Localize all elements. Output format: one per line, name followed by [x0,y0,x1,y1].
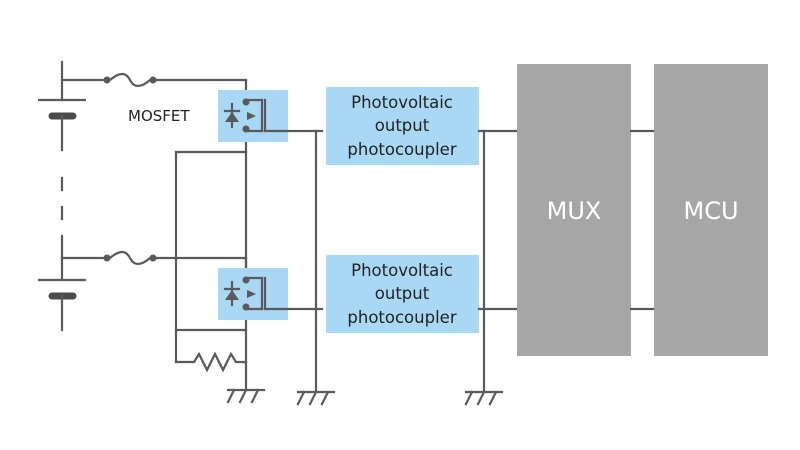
photocoupler-bottom-line1: Photovoltaic [351,261,453,280]
photocoupler-ground-wire [296,129,336,406]
photocoupler-top-line2: output [375,116,430,135]
mosfet-label: MOSFET [128,107,190,125]
photocoupler-bottom-line2: output [375,284,430,303]
mosfet-top [218,90,324,142]
mux-label: MUX [547,197,602,225]
fuse-top [60,72,248,102]
sense-network [174,126,248,378]
ground-symbol-1 [226,388,266,404]
mux-block: MUX [517,64,631,356]
photocoupler-top: Photovoltaic output photocoupler [326,87,479,165]
photocoupler-bottom: Photovoltaic output photocoupler [326,255,479,333]
mosfet-bottom [218,268,324,320]
fuse-bottom [60,250,248,270]
mcu-block: MCU [654,64,768,356]
ground-symbol-3 [464,129,504,406]
photocoupler-top-line1: Photovoltaic [351,93,453,112]
battery-stack [38,60,86,332]
mcu-label: MCU [683,197,738,225]
photocoupler-bottom-line3: photocoupler [347,308,456,327]
photocoupler-top-line3: photocoupler [347,140,456,159]
